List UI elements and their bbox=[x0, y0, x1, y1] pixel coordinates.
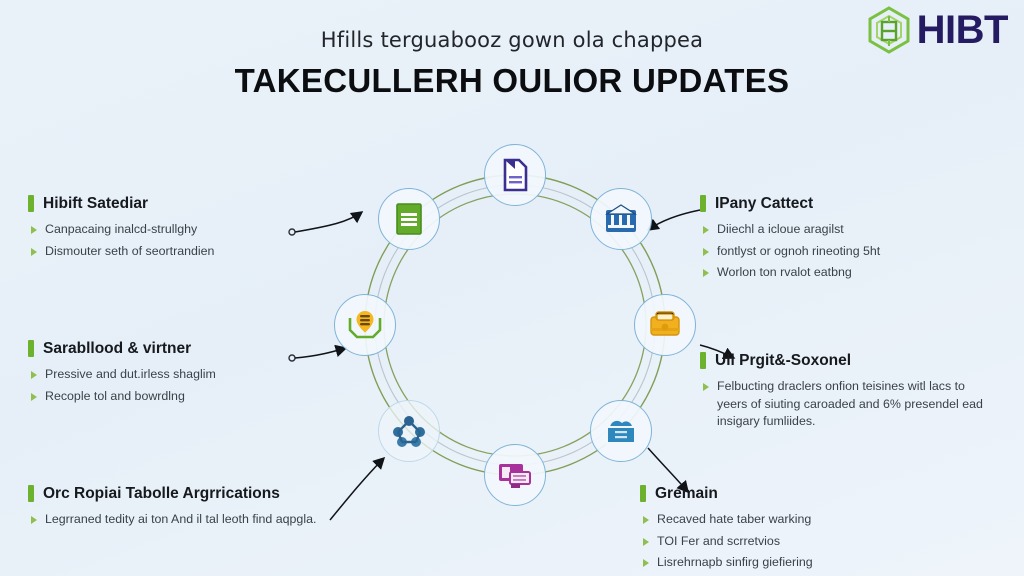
cloud-archive-icon bbox=[602, 412, 640, 450]
bullet-list: Pressive and dut.irless shaglim Recople … bbox=[28, 366, 328, 405]
header-kicker: Hfills terguabooz gown ola chappea bbox=[320, 28, 704, 52]
list-item: Recople tol and bowrdlng bbox=[31, 388, 328, 406]
page-header: Hfills terguabooz gown ola chappea TAKEC… bbox=[0, 28, 1024, 100]
accent-bar bbox=[28, 195, 34, 213]
bullet-text: Worlon ton rvalot eatbng bbox=[717, 265, 852, 280]
list-item: TOI Fer and scrretvios bbox=[643, 533, 960, 551]
network-nodes-icon bbox=[390, 412, 428, 450]
accent-bar bbox=[700, 195, 706, 213]
bullet-text: Recople tol and bowrdlng bbox=[45, 388, 185, 403]
text-block-right-3: Gremain Recaved hate taber warking TOI F… bbox=[640, 485, 960, 576]
block-heading-label: Sarabllood & virtner bbox=[43, 340, 192, 357]
bullet-list: Canpacaing inalcd-strullghy Dismouter se… bbox=[28, 221, 328, 260]
block-heading-label: Hibift Satediar bbox=[43, 195, 149, 212]
accent-bar bbox=[700, 352, 706, 370]
text-block-right-2: Ull Prgit&-Soxonel Felbucting draclers o… bbox=[700, 352, 990, 435]
bullet-text: Felbucting draclers onfion teisines witl… bbox=[717, 379, 983, 429]
node-ledger[interactable] bbox=[378, 188, 440, 250]
block-heading-label: IPany Cattect bbox=[715, 195, 814, 212]
list-item: Lisrehrnapb sinfirg giefiering bbox=[643, 554, 960, 572]
triangle-bullet-icon bbox=[31, 371, 37, 380]
block-heading: IPany Cattect bbox=[700, 195, 1000, 213]
triangle-bullet-icon bbox=[703, 247, 709, 256]
coins-location-icon bbox=[346, 306, 384, 344]
brand-wordmark: HIBT bbox=[916, 8, 1009, 52]
list-item: Felbucting draclers onfion teisines witl… bbox=[703, 378, 990, 431]
block-heading: Hibift Satediar bbox=[28, 195, 328, 213]
accent-bar bbox=[640, 485, 646, 503]
bullet-list: Recaved hate taber warking TOI Fer and s… bbox=[640, 511, 960, 572]
list-item: Canpacaing inalcd-strullghy bbox=[31, 221, 328, 239]
triangle-bullet-icon bbox=[703, 226, 709, 235]
triangle-bullet-icon bbox=[703, 383, 709, 392]
accent-bar bbox=[28, 340, 34, 358]
triangle-bullet-icon bbox=[643, 516, 649, 525]
list-item: Pressive and dut.irless shaglim bbox=[31, 366, 328, 384]
triangle-bullet-icon bbox=[703, 269, 709, 278]
list-item: Legrraned tedity ai ton And il tal leoth… bbox=[31, 511, 338, 529]
bullet-text: Legrraned tedity ai ton And il tal leoth… bbox=[45, 512, 317, 527]
triangle-bullet-icon bbox=[31, 392, 37, 401]
triangle-bullet-icon bbox=[643, 537, 649, 546]
block-heading: Ull Prgit&-Soxonel bbox=[700, 352, 990, 370]
node-coins[interactable] bbox=[334, 294, 396, 356]
bullet-text: Recaved hate taber warking bbox=[657, 512, 812, 527]
page-title: TAKECULLERH OULIOR UPDATES bbox=[234, 62, 790, 99]
node-network[interactable] bbox=[378, 400, 440, 462]
bullet-text: Lisrehrnapb sinfirg giefiering bbox=[657, 555, 813, 570]
document-icon bbox=[496, 156, 534, 194]
bullet-text: Pressive and dut.irless shaglim bbox=[45, 367, 216, 382]
text-block-left-3: Orc Ropiai Tabolle Argrrications Legrran… bbox=[28, 485, 338, 533]
bullet-text: Diiechl a icloue aragilst bbox=[717, 222, 844, 237]
bullet-text: Canpacaing inalcd-strullghy bbox=[45, 222, 198, 237]
block-heading: Orc Ropiai Tabolle Argrrications bbox=[28, 485, 338, 503]
bullet-text: fontlyst or ognoh rineoting 5ht bbox=[717, 243, 881, 258]
list-item: Dismouter seth of seortrandien bbox=[31, 243, 328, 261]
bullet-list: Felbucting draclers onfion teisines witl… bbox=[700, 378, 990, 431]
block-heading-label: Orc Ropiai Tabolle Argrrications bbox=[43, 485, 280, 502]
block-heading-label: Gremain bbox=[655, 485, 718, 502]
bullet-list: Diiechl a icloue aragilst fontlyst or og… bbox=[700, 221, 1000, 282]
node-cloud-archive[interactable] bbox=[590, 400, 652, 462]
text-block-left-2: Sarabllood & virtner Pressive and dut.ir… bbox=[28, 340, 328, 409]
list-item: Diiechl a icloue aragilst bbox=[703, 221, 1000, 239]
cycle-diagram bbox=[330, 140, 700, 510]
hexagon-cube-icon bbox=[863, 4, 915, 56]
triangle-bullet-icon bbox=[31, 516, 37, 525]
bullet-text: Dismouter seth of seortrandien bbox=[45, 243, 215, 258]
list-item: Worlon ton rvalot eatbng bbox=[703, 264, 1000, 282]
brand-logo: HIBT bbox=[863, 4, 1009, 56]
block-heading: Sarabllood & virtner bbox=[28, 340, 328, 358]
node-briefcase[interactable] bbox=[634, 294, 696, 356]
text-block-left-1: Hibift Satediar Canpacaing inalcd-strull… bbox=[28, 195, 328, 264]
ledger-book-icon bbox=[390, 200, 428, 238]
text-block-right-1: IPany Cattect Diiechl a icloue aragilst … bbox=[700, 195, 1000, 286]
list-item: fontlyst or ognoh rineoting 5ht bbox=[703, 243, 1000, 261]
triangle-bullet-icon bbox=[643, 559, 649, 568]
accent-bar bbox=[28, 485, 34, 503]
node-bank[interactable] bbox=[590, 188, 652, 250]
briefcase-lock-icon bbox=[646, 306, 684, 344]
bank-building-icon bbox=[602, 200, 640, 238]
block-heading: Gremain bbox=[640, 485, 960, 503]
bullet-list: Legrraned tedity ai ton And il tal leoth… bbox=[28, 511, 338, 529]
block-heading-label: Ull Prgit&-Soxonel bbox=[715, 352, 852, 369]
list-item: Recaved hate taber warking bbox=[643, 511, 960, 529]
triangle-bullet-icon bbox=[31, 226, 37, 235]
node-document[interactable] bbox=[484, 144, 546, 206]
node-monitor[interactable] bbox=[484, 444, 546, 506]
bullet-text: TOI Fer and scrretvios bbox=[657, 533, 781, 548]
monitor-window-icon bbox=[496, 456, 534, 494]
triangle-bullet-icon bbox=[31, 247, 37, 256]
